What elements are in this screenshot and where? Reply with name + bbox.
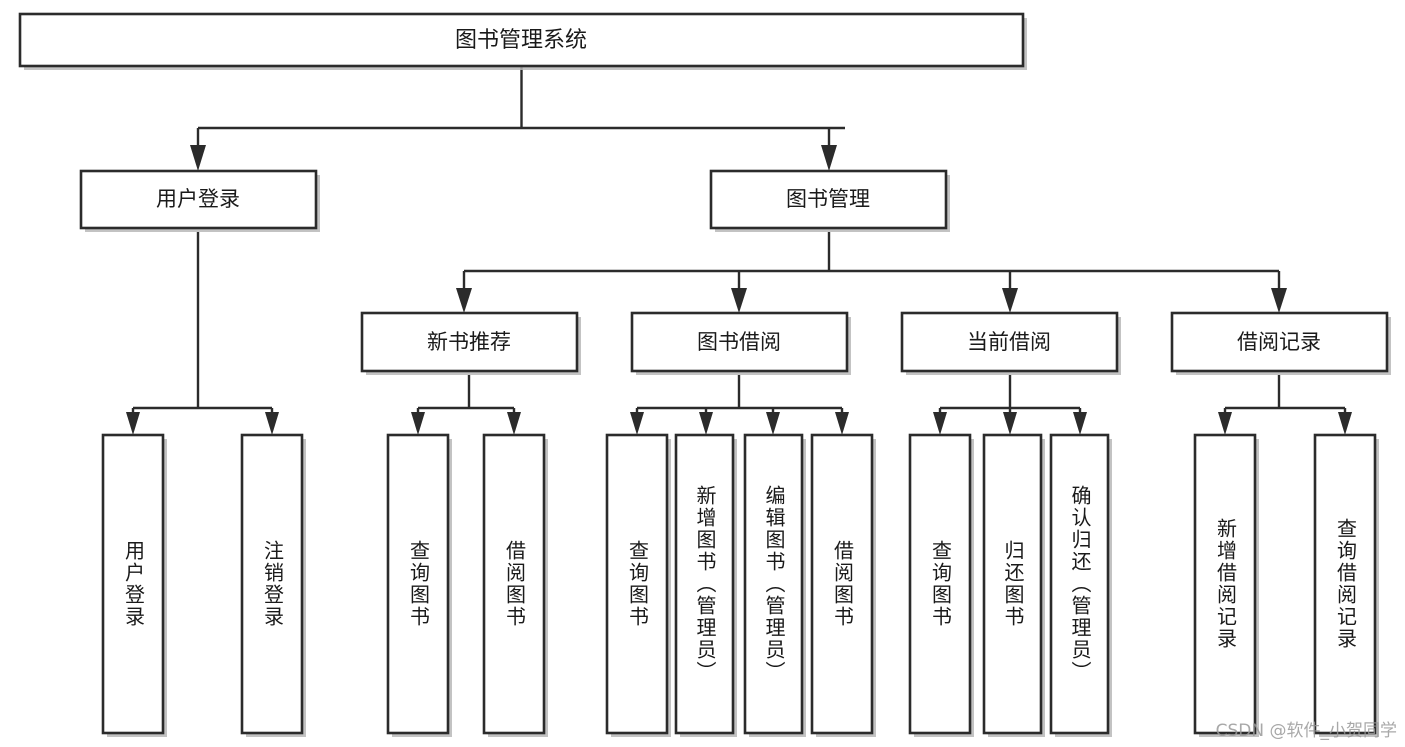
node-user-login[interactable]: 用户登录	[79, 169, 320, 232]
node-new-book-recommend-label: 新书推荐	[427, 330, 511, 354]
leaf-group-book-borrow	[605, 433, 876, 737]
node-current-borrow-rect	[900, 311, 1119, 373]
arrow-to-new-book-recommend	[456, 288, 472, 313]
leaf-nb-0-rect[interactable]	[386, 433, 450, 735]
leaf-br-0-rect[interactable]	[1193, 433, 1257, 735]
csdn-watermark: CSDN @软件_小贺同学	[1215, 721, 1397, 741]
node-new-book-recommend[interactable]: 新书推荐	[360, 311, 581, 375]
connector-group-new-book-to-leaves	[411, 375, 521, 435]
arrow-to-leaf-user-login	[126, 412, 140, 435]
leaf-cb-2-rect[interactable]	[1049, 433, 1110, 735]
leaf-nb-1-rect[interactable]	[482, 433, 546, 735]
node-book-borrow-label: 图书借阅	[697, 330, 781, 354]
connector-group-current-borrow-to-leaves	[933, 375, 1087, 435]
node-book-manage-rect	[709, 169, 948, 230]
node-book-manage-label: 图书管理	[786, 187, 870, 211]
arrow-to-leaf-borrow-book-bb	[835, 412, 849, 435]
node-borrow-record-rect	[1170, 311, 1389, 373]
leaf-cb-1-rect[interactable]	[982, 433, 1043, 735]
arrow-to-user-login	[190, 145, 206, 171]
connector-group-user-login-to-leaves	[126, 232, 279, 435]
leaf-group-current-borrow	[908, 433, 1112, 737]
leaf-br-1-rect[interactable]	[1313, 433, 1377, 735]
arrow-to-leaf-add-record	[1218, 412, 1232, 435]
leaf-group-user-login	[101, 433, 306, 737]
leaf-ul-0-rect[interactable]	[101, 433, 165, 735]
node-borrow-record-label: 借阅记录	[1237, 330, 1321, 354]
arrow-to-leaf-edit-book	[766, 412, 780, 435]
node-root-rect	[18, 12, 1025, 68]
node-user-login-label: 用户登录	[156, 187, 240, 211]
leaf-bb-0-rect[interactable]	[605, 433, 669, 735]
arrow-to-book-borrow	[731, 288, 747, 313]
connector-group-book-manage-to-level3	[456, 232, 1287, 313]
leaf-ul-1-rect[interactable]	[240, 433, 304, 735]
node-user-login-rect	[79, 169, 318, 230]
node-root[interactable]: 图书管理系统	[18, 12, 1027, 70]
arrow-to-current-borrow	[1002, 288, 1018, 313]
arrow-to-leaf-query-book-cb	[933, 412, 947, 435]
arrow-to-borrow-record	[1271, 288, 1287, 313]
leaf-bb-1-rect[interactable]	[674, 433, 735, 735]
arrow-to-leaf-return-book	[1003, 412, 1017, 435]
arrow-to-leaf-confirm-return	[1073, 412, 1087, 435]
leaf-bb-3-rect[interactable]	[810, 433, 874, 735]
node-new-book-recommend-rect	[360, 311, 579, 373]
leaf-bb-2-rect[interactable]	[743, 433, 804, 735]
node-root-label: 图书管理系统	[455, 28, 587, 53]
leaf-group-borrow-record	[1193, 433, 1379, 737]
arrow-to-leaf-add-book	[699, 412, 713, 435]
node-current-borrow-label: 当前借阅	[967, 330, 1051, 354]
node-book-borrow-rect	[630, 311, 849, 373]
leaf-cb-0-rect[interactable]	[908, 433, 972, 735]
arrow-to-leaf-query-book-bb	[630, 412, 644, 435]
arrow-to-leaf-logout	[265, 412, 279, 435]
arrow-to-book-manage	[821, 145, 837, 171]
arrow-to-leaf-borrow-book-nb	[507, 412, 521, 435]
leaf-group-new-book-recommend	[386, 433, 548, 737]
connector-group-borrow-record-to-leaves	[1218, 375, 1352, 435]
node-borrow-record[interactable]: 借阅记录	[1170, 311, 1391, 375]
connector-group-book-borrow-to-leaves	[630, 375, 849, 435]
node-current-borrow[interactable]: 当前借阅	[900, 311, 1121, 375]
connector-group-root-to-level2	[190, 66, 845, 171]
node-book-manage[interactable]: 图书管理	[709, 169, 950, 232]
arrow-to-leaf-query-record	[1338, 412, 1352, 435]
arrow-to-leaf-query-book-nb	[411, 412, 425, 435]
node-book-borrow[interactable]: 图书借阅	[630, 311, 851, 375]
